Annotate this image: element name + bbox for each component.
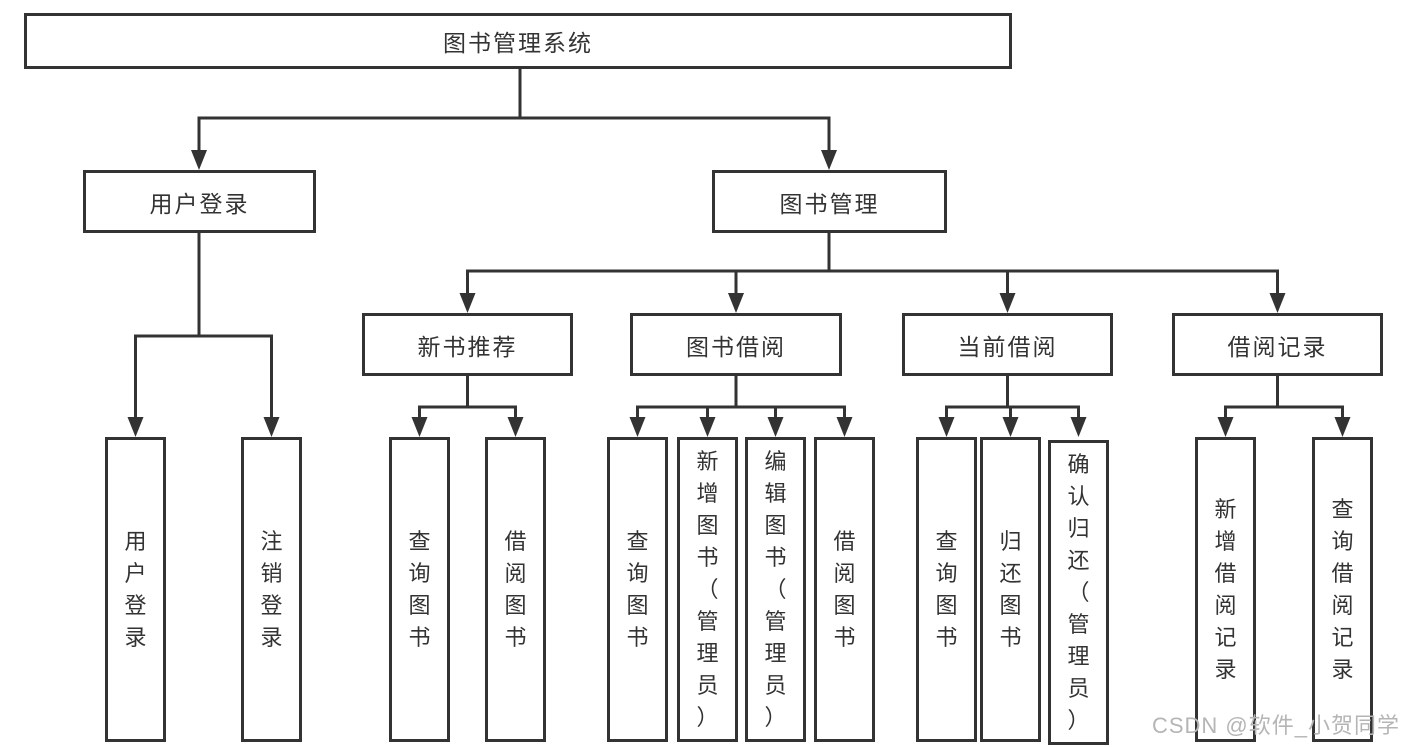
leaf-label: 借阅图书 — [504, 528, 527, 650]
leaf-add-borrow-record: 新增借阅记录 — [1195, 437, 1256, 742]
leaf-label: 注销登录 — [260, 528, 283, 650]
leaf-query-books-borrowing: 查询图书 — [607, 437, 668, 742]
connector-book-borrowing — [629, 374, 853, 437]
arrow-down — [728, 293, 744, 313]
connector-line — [418, 374, 517, 421]
node-book-management: 图书管理 — [712, 170, 947, 233]
leaf-label: 编辑图书（管理员） — [764, 448, 787, 730]
arrow-down — [1269, 293, 1286, 313]
connector-root — [191, 67, 837, 170]
arrow-down — [836, 417, 853, 437]
leaf-label: 确认归还（管理员） — [1067, 451, 1090, 733]
node-borrowing-records: 借阅记录 — [1172, 313, 1383, 376]
leaf-label: 查询图书 — [935, 528, 958, 650]
connector-line — [197, 67, 831, 154]
connector-current-borrowing — [938, 374, 1087, 437]
connector-line — [466, 231, 1279, 297]
leaf-label: 查询借阅记录 — [1331, 496, 1354, 682]
connector-new-book-recommend — [411, 374, 524, 437]
leaf-logout: 注销登录 — [241, 437, 302, 742]
leaf-label: 归还图书 — [999, 528, 1022, 650]
leaf-borrow-books-borrowing: 借阅图书 — [814, 437, 875, 742]
leaf-label: 用户登录 — [124, 528, 147, 650]
arrow-down — [191, 150, 207, 170]
arrow-down — [999, 293, 1016, 313]
connector-user-login — [127, 231, 280, 437]
connector-book-management — [459, 231, 1286, 313]
leaf-user-login: 用户登录 — [105, 437, 166, 742]
leaf-label: 新增图书（管理员） — [696, 448, 719, 730]
leaf-label: 借阅图书 — [833, 528, 856, 650]
arrow-down — [1334, 417, 1351, 437]
arrow-down — [127, 417, 144, 437]
leaf-label: 新增借阅记录 — [1214, 496, 1237, 682]
leaf-query-borrow-record: 查询借阅记录 — [1312, 437, 1373, 742]
arrow-down — [411, 417, 428, 437]
node-current-borrowing: 当前借阅 — [902, 313, 1113, 376]
arrow-down — [507, 417, 524, 437]
leaf-edit-books-admin: 编辑图书（管理员） — [745, 437, 806, 742]
connector-line — [636, 374, 846, 421]
leaf-query-books-recommend: 查询图书 — [389, 437, 450, 742]
leaf-return-books: 归还图书 — [980, 437, 1041, 742]
arrow-down — [459, 293, 476, 313]
arrow-down — [1002, 417, 1019, 437]
arrow-down — [1070, 417, 1087, 437]
leaf-borrow-books-recommend: 借阅图书 — [485, 437, 546, 742]
node-user-login: 用户登录 — [83, 170, 316, 233]
arrow-down — [263, 417, 280, 437]
arrow-down — [767, 417, 784, 437]
connector-borrowing-records — [1217, 374, 1351, 437]
leaf-label: 查询图书 — [626, 528, 649, 650]
connector-line — [945, 374, 1080, 421]
arrow-down — [699, 417, 716, 437]
csdn-watermark: CSDN @软件_小贺同学 — [1151, 713, 1400, 738]
leaf-query-books-current: 查询图书 — [916, 437, 977, 742]
node-new-book-recommend: 新书推荐 — [362, 313, 573, 376]
arrow-down — [938, 417, 955, 437]
arrow-down — [1217, 417, 1234, 437]
connector-line — [134, 231, 273, 421]
arrow-down — [821, 150, 837, 170]
connector-line — [1224, 374, 1344, 421]
node-book-borrowing: 图书借阅 — [630, 313, 842, 376]
node-library-management-system: 图书管理系统 — [24, 13, 1012, 69]
leaf-confirm-return-admin: 确认归还（管理员） — [1048, 440, 1109, 745]
arrow-down — [629, 417, 646, 437]
leaf-label: 查询图书 — [408, 528, 431, 650]
leaf-add-books-admin: 新增图书（管理员） — [677, 437, 738, 742]
